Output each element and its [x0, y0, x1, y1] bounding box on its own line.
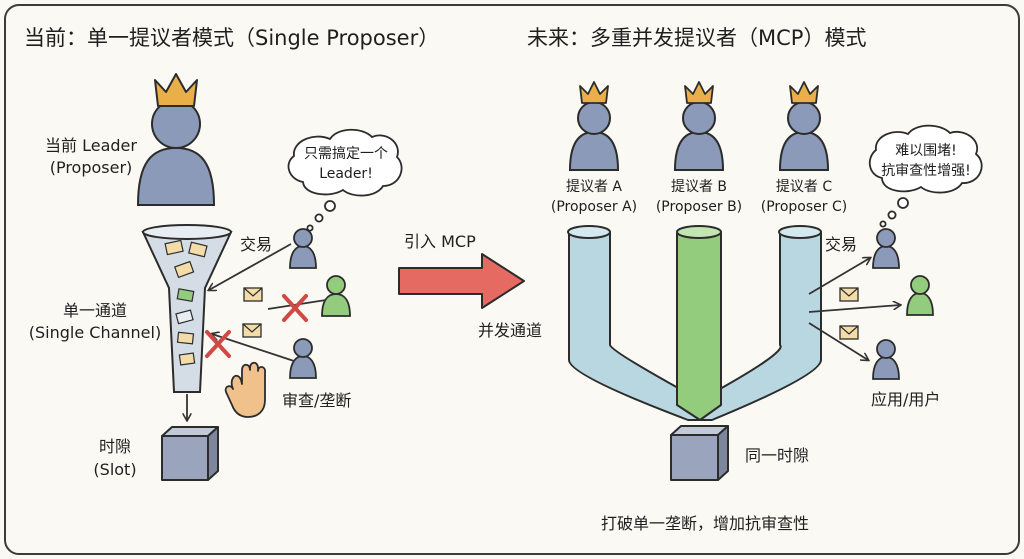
left-panel-title: 当前：单一提议者模式（Single Proposer） [24, 26, 440, 50]
thought-text-left-2: Leader! [319, 166, 373, 182]
slot-label-right: 同一时隙 [745, 446, 810, 465]
thought-text-right-2: 抗审查性增强! [881, 163, 971, 179]
proposer-b-sublabel: (Proposer B) [655, 199, 743, 215]
slot-cube-left [161, 426, 219, 481]
output-arrow-1 [808, 258, 870, 295]
bottom-caption: 打破单一垄断，增加抗审查性 [601, 514, 810, 533]
tx-arrow-left [209, 243, 292, 290]
output-arrow-3 [808, 322, 868, 360]
leader-sublabel: (Proposer) [49, 158, 133, 177]
user-figure-right-1 [872, 228, 900, 269]
tx-label-right: 交易 [825, 235, 858, 254]
output-arrow-2 [808, 305, 900, 313]
leader-label: 当前 Leader [45, 136, 137, 155]
user-figure-tx-left [289, 228, 317, 269]
slot-cube-right [670, 425, 729, 481]
blocked-cross-icon [205, 330, 231, 358]
tx-label-left: 交易 [240, 235, 273, 254]
proposer-b-label: 提议者 B [670, 179, 728, 195]
thought-text-left-1: 只需搞定一个 [304, 146, 388, 162]
proposer-c-sublabel: (Proposer C) [760, 199, 848, 215]
blocked-cross-icon [282, 294, 308, 322]
crown-icon [154, 73, 198, 107]
proposer-figure-b [673, 101, 725, 171]
diagram-frame [4, 4, 1020, 555]
user-figure-blocked-blue [289, 338, 317, 379]
proposer-a-label: 提议者 A [565, 179, 623, 195]
channel-label: 单一通道 [62, 301, 127, 320]
thought-bubble-left [287, 128, 403, 232]
slot-sublabel-left: (Slot) [93, 460, 137, 479]
user-figure-blocked-green [321, 275, 351, 317]
channel-sublabel: (Single Channel) [28, 323, 162, 342]
concurrent-channels [567, 225, 822, 421]
user-figure-right-2 [906, 275, 934, 316]
proposer-a-sublabel: (Proposer A) [550, 199, 638, 215]
users-label: 应用/用户 [871, 390, 941, 409]
transition-label: 引入 MCP [404, 232, 476, 251]
crown-icon [684, 81, 714, 104]
thought-text-right-1: 难以围堵! [895, 143, 957, 159]
proposer-figure-c [778, 101, 830, 171]
right-panel-title: 未来：多重并发提议者（MCP）模式 [527, 26, 867, 50]
concurrent-channel-label: 并发通道 [478, 321, 543, 340]
thought-bubble-right [868, 124, 983, 228]
transition-arrow-icon [398, 253, 525, 309]
proposer-figure-a [568, 101, 620, 171]
user-figure-right-3 [872, 339, 900, 380]
crown-icon [789, 81, 819, 104]
funnel-envelopes [164, 239, 208, 366]
leader-figure [136, 99, 216, 206]
censor-label: 审查/垄断 [282, 391, 352, 410]
slot-label-left: 时隙 [98, 437, 131, 456]
crown-icon [579, 81, 609, 104]
stop-hand-icon [224, 361, 266, 418]
proposer-c-label: 提议者 C [775, 179, 833, 195]
